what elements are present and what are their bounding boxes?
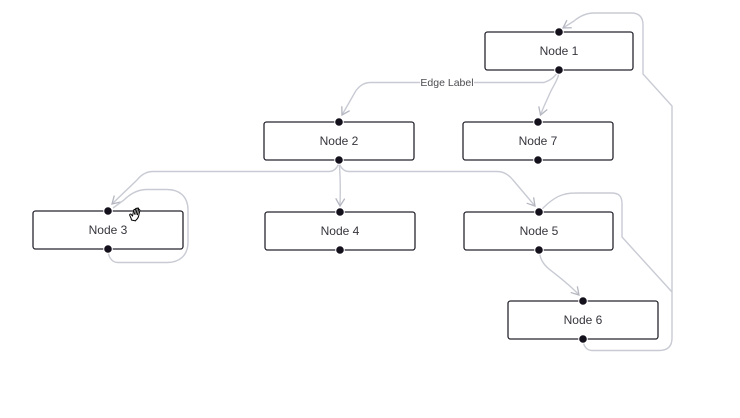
edge-node2-node5[interactable] [338, 159, 536, 207]
node-port-bottom[interactable] [335, 245, 345, 255]
node-port-bottom[interactable] [533, 155, 543, 165]
node-label: Node 6 [564, 313, 603, 327]
edge-node5-node6[interactable] [538, 249, 580, 296]
node-node7[interactable]: Node 7 [462, 117, 614, 165]
edges-layer [107, 12, 673, 352]
node-label: Node 7 [519, 134, 558, 148]
edge-node2-node4[interactable] [335, 159, 346, 208]
node-port-top[interactable] [533, 117, 543, 127]
node-label: Node 1 [540, 44, 579, 58]
node-port-top[interactable] [578, 296, 588, 306]
node-port-bottom[interactable] [334, 155, 344, 165]
edge-label-background [420, 76, 474, 89]
node-label: Node 3 [89, 223, 128, 237]
grab-cursor-icon [129, 207, 141, 222]
edge-node1-node2[interactable] [341, 69, 560, 117]
node-node6[interactable]: Node 6 [507, 296, 659, 344]
edge-node3-self-loop[interactable] [107, 188, 189, 264]
node-port-bottom[interactable] [578, 334, 588, 344]
edge-node2-node3[interactable] [111, 159, 340, 205]
node-node5[interactable]: Node 5 [463, 207, 614, 255]
node-node3[interactable]: Node 3 [32, 206, 184, 254]
node-label: Node 4 [321, 224, 360, 238]
node-port-top[interactable] [554, 27, 564, 37]
node-node1[interactable]: Node 1 [484, 27, 634, 75]
node-port-bottom[interactable] [534, 245, 544, 255]
node-port-top[interactable] [534, 207, 544, 217]
edge-node6-node1[interactable] [561, 12, 673, 352]
edge-label-text[interactable]: Edge Label [420, 77, 473, 89]
edge-node1-node7[interactable] [538, 69, 560, 117]
edge-node5-node1[interactable] [538, 192, 673, 293]
node-label: Node 5 [520, 224, 559, 238]
node-port-bottom[interactable] [554, 65, 564, 75]
node-port-top[interactable] [335, 207, 345, 217]
node-port-top[interactable] [103, 206, 113, 216]
node-label: Node 2 [320, 134, 359, 148]
node-port-top[interactable] [334, 117, 344, 127]
node-port-bottom[interactable] [103, 244, 113, 254]
edge-label[interactable]: Edge Label [420, 76, 474, 89]
node-node2[interactable]: Node 2 [263, 117, 415, 165]
node-node4[interactable]: Node 4 [264, 207, 416, 255]
